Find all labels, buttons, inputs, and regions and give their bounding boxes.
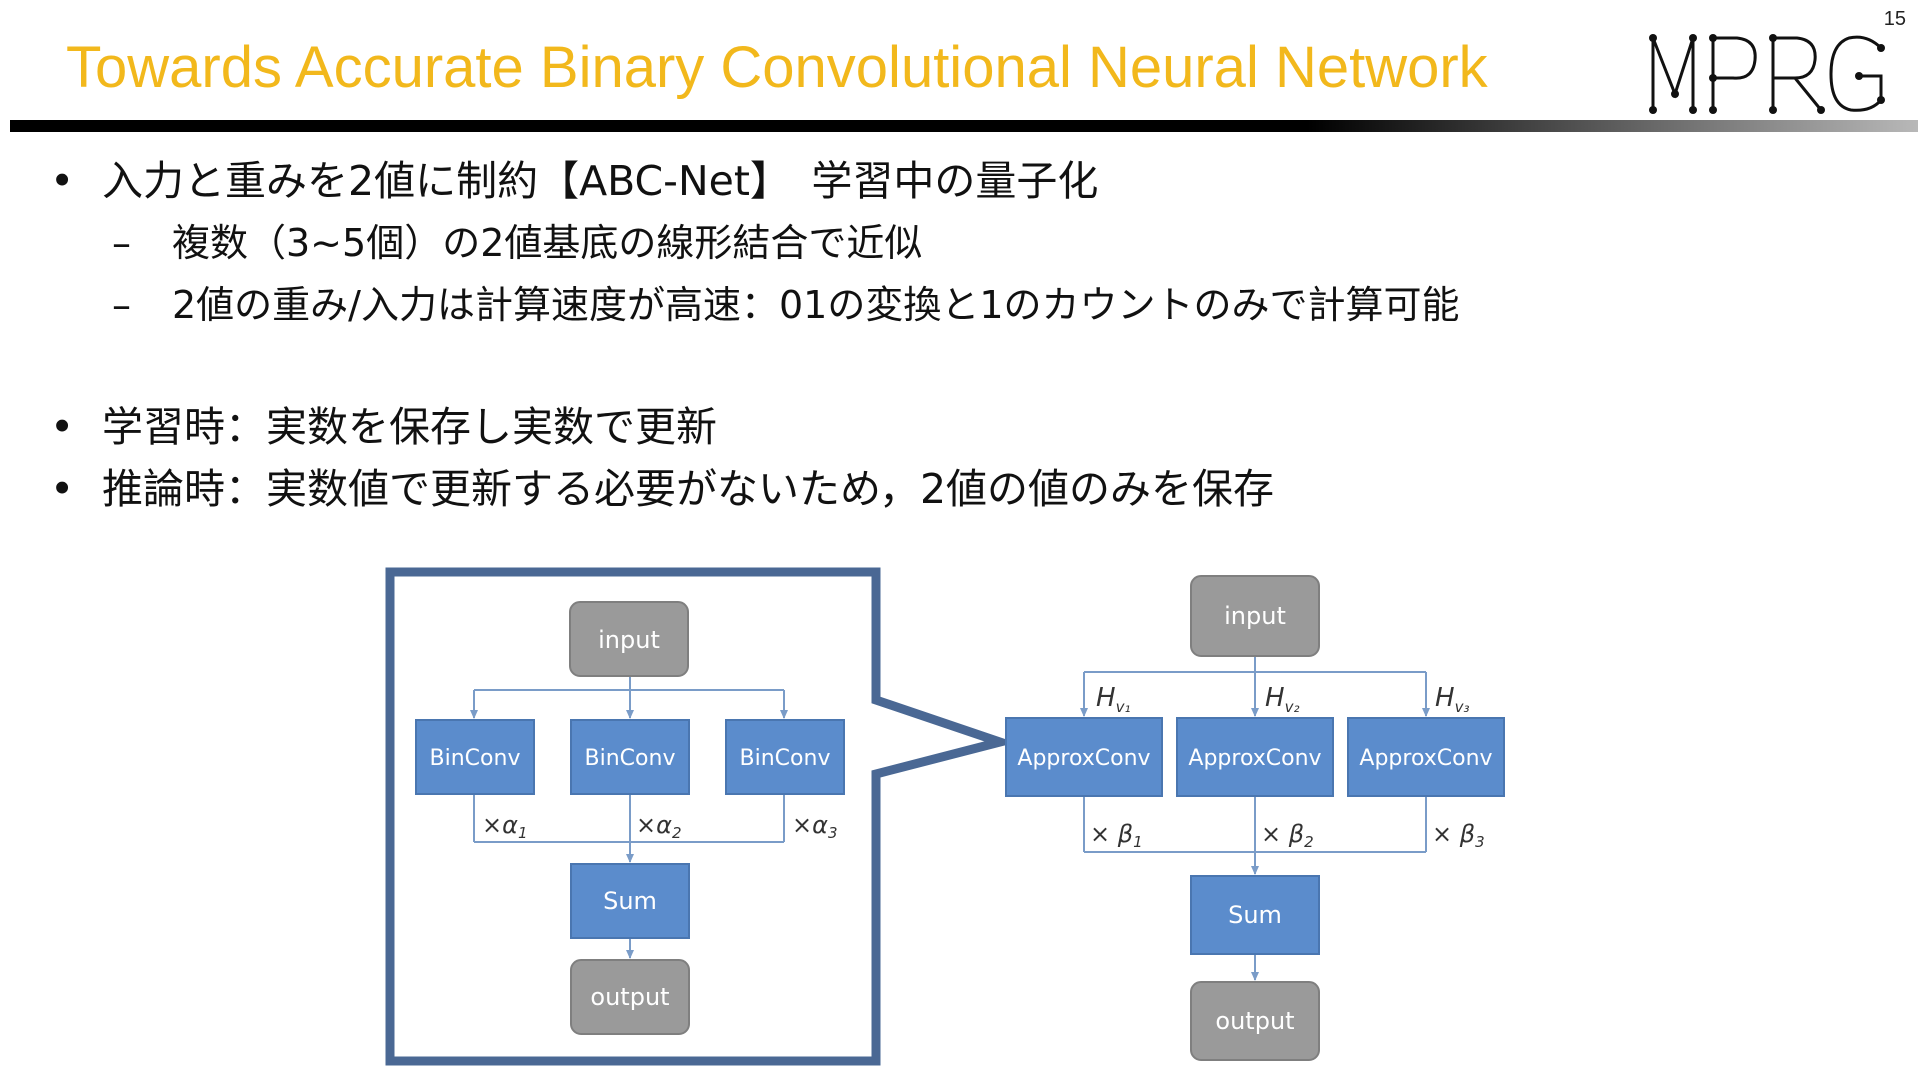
slide-title: Towards Accurate Binary Convolutional Ne…	[66, 35, 1488, 100]
right-approxconv-1-label: ApproxConv	[1017, 746, 1150, 771]
bullet-abc-net: 入力と重みを2値に制約【ABC-Net】 学習中の量子化	[50, 150, 1870, 212]
title-rule	[10, 120, 1918, 132]
right-output-node	[1190, 981, 1320, 1061]
right-approxconv-2-label: ApproxConv	[1188, 746, 1321, 771]
right-output-label: output	[1215, 1007, 1294, 1035]
left-input-label: input	[598, 626, 660, 654]
left-binconv-3-label: BinConv	[740, 746, 831, 771]
bullet-training: 学習時：実数を保存し実数で更新	[50, 396, 1870, 458]
beta-1-label: × β1	[1090, 820, 1143, 851]
left-sum-label: Sum	[603, 887, 657, 915]
right-approxconv-1	[1005, 717, 1163, 797]
h-v3-label: Hv₃	[1435, 683, 1469, 716]
zoom-callout-frame	[385, 567, 1016, 1066]
left-input-node	[569, 601, 689, 677]
alpha-1-label: ×α1	[482, 811, 527, 842]
right-approxconv-3	[1347, 717, 1505, 797]
alpha-3-label: ×α3	[792, 811, 837, 842]
right-input-label: input	[1224, 602, 1286, 630]
right-sum-label: Sum	[1228, 901, 1282, 929]
left-binconv-2-label: BinConv	[585, 746, 676, 771]
bullet-inference: 推論時：実数値で更新する必要がないため，2値の値のみを保存	[50, 458, 1870, 520]
bullet-list: 入力と重みを2値に制約【ABC-Net】 学習中の量子化 複数（3~5個）の2値…	[50, 150, 1870, 520]
right-approxconv-2	[1176, 717, 1334, 797]
right-sum-node	[1190, 875, 1320, 955]
sub-bullet-fast-computation: 2値の重み/入力は計算速度が高速：01の変換と1のカウントのみで計算可能	[50, 274, 1870, 336]
beta-3-label: × β3	[1432, 820, 1485, 851]
sub-bullet-linear-combination: 複数（3~5個）の2値基底の線形結合で近似	[50, 212, 1870, 274]
right-connectors	[1080, 656, 1430, 981]
right-input-node	[1190, 575, 1320, 657]
left-sum-node	[570, 863, 690, 939]
left-output-node	[570, 959, 690, 1035]
left-binconv-3	[725, 719, 845, 795]
left-binconv-1-label: BinConv	[430, 746, 521, 771]
left-binconv-2	[570, 719, 690, 795]
h-v2-label: Hv₂	[1265, 683, 1299, 716]
alpha-2-label: ×α2	[636, 811, 681, 842]
left-binconv-1	[415, 719, 535, 795]
h-v1-label: Hv₁	[1096, 683, 1130, 716]
mprg-logo	[1649, 34, 1885, 114]
left-connectors	[470, 676, 788, 959]
beta-2-label: × β2	[1261, 820, 1314, 851]
left-output-label: output	[590, 983, 669, 1011]
page-number: 15	[1883, 8, 1906, 30]
right-approxconv-3-label: ApproxConv	[1359, 746, 1492, 771]
